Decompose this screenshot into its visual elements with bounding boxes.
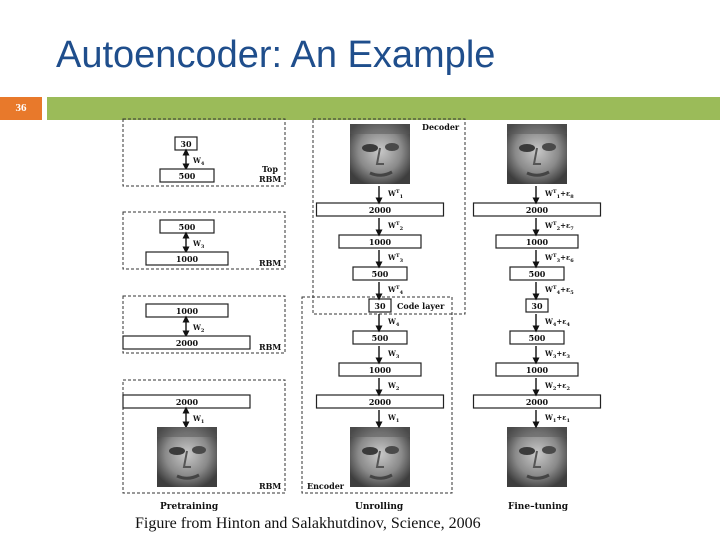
rbm-top-frame (122, 118, 286, 187)
rbm-3-frame (122, 211, 286, 270)
unrolling-weight-4: WT4 (387, 285, 404, 296)
decoder-label: Decoder (422, 122, 460, 132)
finetuning-weight-6: W3+ε3 (544, 349, 570, 360)
rbm-top-upper-value: 30 (180, 139, 192, 149)
finetuning-label: Fine–tuning (508, 502, 569, 512)
finetuning-layer-1-value: 2000 (526, 205, 549, 215)
rbm-1-frame (122, 379, 286, 494)
rbm-top-label-rbm: RBM (259, 174, 281, 184)
finetuned-reconstructed-face-image (507, 124, 567, 184)
slide-title: Autoencoder: An Example (56, 34, 496, 76)
unrolling-layer-5-value: 500 (372, 333, 389, 343)
unrolling-layer-6-value: 1000 (369, 365, 392, 375)
rbm-2-frame (122, 295, 286, 354)
finetuning-weight-3: WT3+ε6 (544, 253, 574, 264)
unrolling-weight-5: W4 (387, 317, 400, 328)
finetuning-layer-2-value: 1000 (526, 237, 549, 247)
rbm-top-lower-value: 500 (179, 171, 196, 181)
rbm-3-upper-value: 500 (179, 222, 196, 232)
layer-stacks: 2000 1000 500 30 500 1000 2000 WT1WT2WT3WT4W4W3… (315, 186, 602, 429)
input-face-image (157, 427, 217, 487)
input-face-image (350, 427, 410, 487)
rbm-1-label: RBM (259, 481, 281, 491)
rbm-top-label-top: Top (262, 164, 278, 174)
unrolling-label: Unrolling (355, 502, 404, 512)
unrolling-column: Decoder Encoder Code layer Unrolling (301, 118, 466, 512)
figure-caption: Figure from Hinton and Salakhutdinov, Sc… (135, 515, 481, 532)
finetuning-layer-5-value: 500 (529, 333, 546, 343)
pretraining-label: Pretraining (160, 502, 219, 512)
rbm-2-lower-value: 2000 (176, 338, 199, 348)
finetuning-layer-3-value: 500 (529, 269, 546, 279)
finetuning-weight-4: WT4+ε5 (544, 285, 574, 296)
unrolling-layer-3-value: 500 (372, 269, 389, 279)
finetuning-layer-7-value: 2000 (526, 397, 549, 407)
finetuning-weight-1: WT1+ε8 (544, 189, 574, 200)
header-bar (47, 97, 720, 120)
rbm-1-upper-value: 2000 (176, 397, 199, 407)
slide-number: 36 (0, 97, 42, 120)
rbm-2-upper-value: 1000 (176, 306, 199, 316)
finetuning-weight-5: W4+ε4 (544, 317, 570, 328)
decoder-frame (312, 118, 466, 315)
reconstructed-face-image (350, 124, 410, 184)
rbm-2-lower-layer (122, 335, 251, 350)
finetuning-weight-8: W1+ε1 (544, 413, 570, 424)
rbm-3-label: RBM (259, 258, 281, 268)
unrolling-layer-4-value: 30 (374, 301, 386, 311)
unrolling-weight-1: WT1 (387, 189, 403, 200)
finetuning-column: Fine–tuning (507, 124, 569, 512)
unrolling-weight-2: WT2 (387, 221, 404, 232)
unrolling-weight-3: WT3 (387, 253, 404, 264)
unrolling-layer-7-value: 2000 (369, 397, 392, 407)
pretraining-column: 30 W4 500 Top RBM 500 W3 1000 RBM 1000 W… (122, 118, 286, 512)
rbm-1-weight: W1 (192, 414, 204, 425)
rbm-top-lower-layer (159, 168, 215, 183)
unrolling-layer-1-value: 2000 (369, 205, 392, 215)
unrolling-weight-8: W1 (387, 413, 399, 424)
unrolling-weight-7: W2 (387, 381, 400, 392)
rbm-3-weight: W3 (192, 239, 205, 250)
rbm-2-weight: W2 (192, 323, 205, 334)
finetuning-weight-2: WT2+ε7 (544, 221, 574, 232)
encoder-label: Encoder (307, 481, 345, 491)
finetuning-weight-7: W2+ε2 (544, 381, 570, 392)
rbm-3-lower-value: 1000 (176, 254, 199, 264)
finetuning-layer-4-value: 30 (531, 301, 543, 311)
rbm-2-label: RBM (259, 342, 281, 352)
finetuning-layer-6-value: 1000 (526, 365, 549, 375)
code-layer-label: Code layer (397, 301, 445, 311)
unrolling-weight-6: W3 (387, 349, 400, 360)
unrolling-layer-2-value: 1000 (369, 237, 392, 247)
finetuned-input-face-image (507, 427, 567, 487)
rbm-top-weight: W4 (192, 156, 205, 167)
rbm-3-lower-layer (145, 251, 229, 266)
